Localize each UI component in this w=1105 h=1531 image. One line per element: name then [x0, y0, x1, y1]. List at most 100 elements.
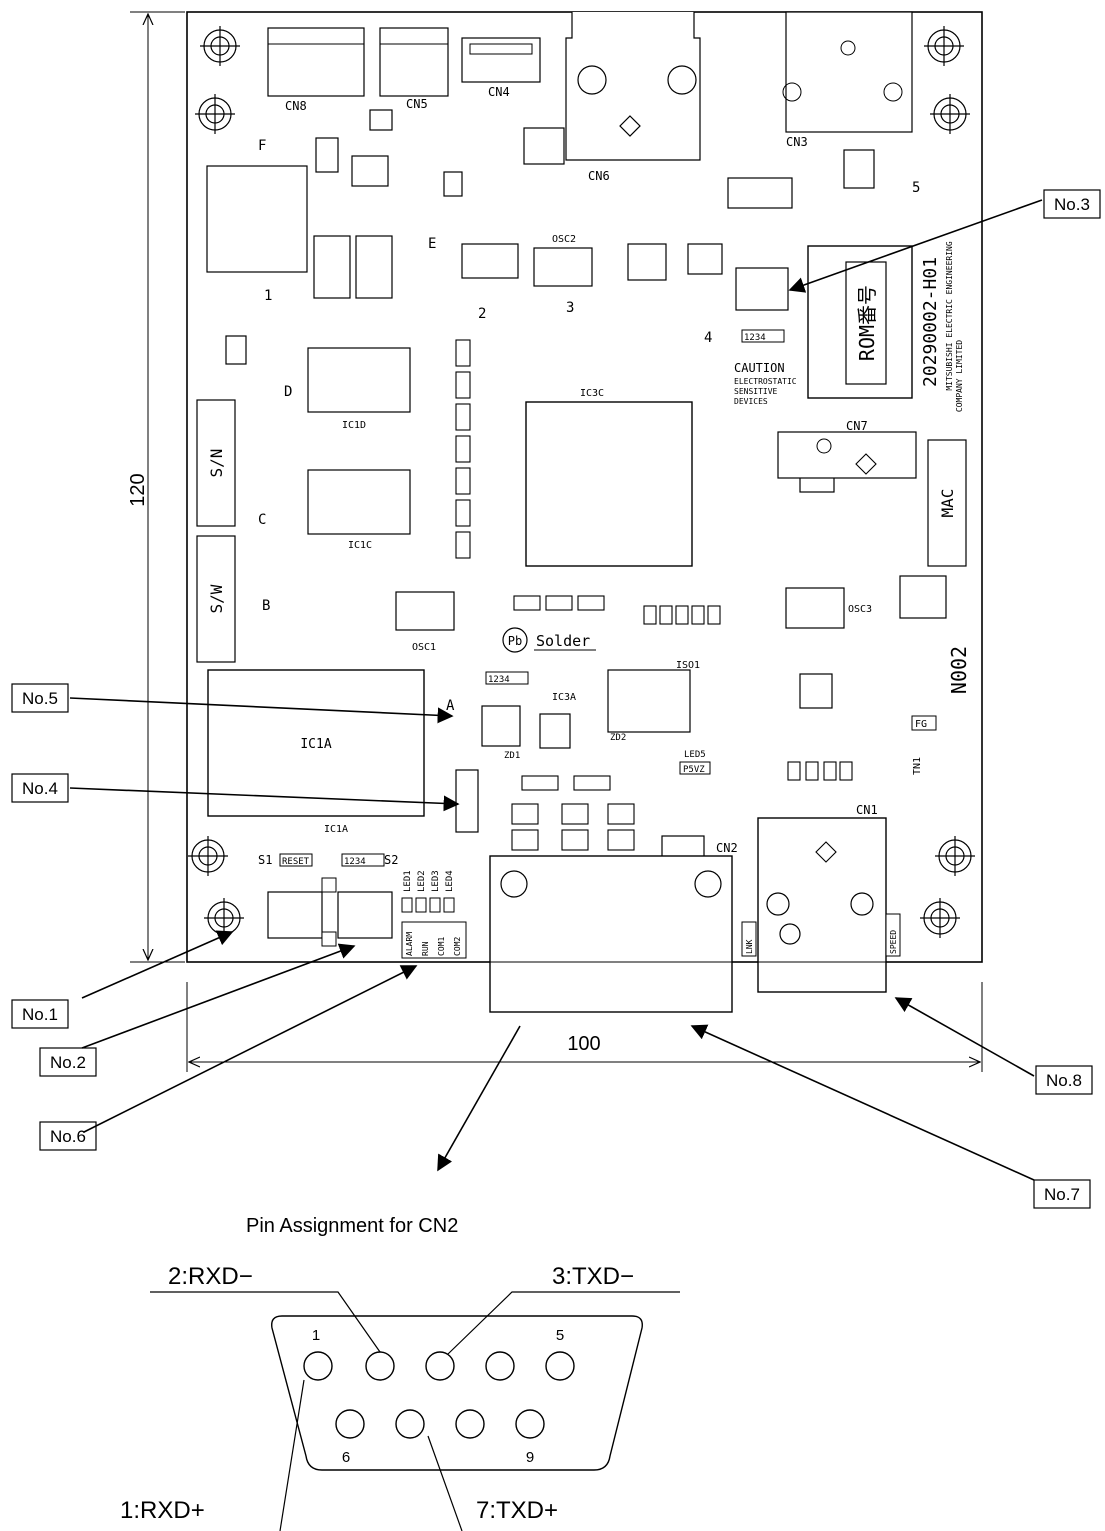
region-c: C: [258, 512, 266, 528]
mounting-hole-icon: [195, 94, 235, 134]
led4-label: LED4: [445, 870, 455, 892]
osc-osc2: [533, 247, 593, 287]
led1-label: LED1: [403, 870, 413, 892]
run-label: RUN: [421, 941, 430, 956]
pin-assignment-title: Pin Assignment for CN2: [246, 1215, 458, 1237]
region-2: 2: [478, 306, 486, 322]
region-b: B: [262, 598, 270, 614]
ic-ic1a: [207, 669, 425, 817]
lnk-label: LNK: [745, 939, 754, 954]
callout-no8: No.8: [1046, 1071, 1082, 1090]
s5-dip-label: 1234: [488, 675, 510, 685]
region-f: F: [258, 138, 266, 154]
cn7-label: CN7: [846, 419, 868, 433]
p5vz-text: P5VZ: [683, 765, 705, 775]
fg-label: FG: [911, 715, 937, 731]
switch-s3: [735, 267, 789, 311]
fg-text: FG: [915, 719, 927, 730]
callout-no6: No.6: [50, 1127, 86, 1146]
caution-text: CAUTION ELECTROSTATIC SENSITIVE DEVICES: [734, 361, 797, 406]
callout-no5: No.5: [22, 689, 58, 708]
switch-s4: [455, 769, 479, 833]
db9-shell: [271, 1315, 643, 1471]
maker-line1: MITSUBISHI ELECTRIC ENGINEERING: [945, 241, 954, 390]
switch-s3-dip: 1234: [741, 329, 785, 343]
region-5: 5: [912, 180, 920, 196]
caution-line1: ELECTROSTATIC: [734, 377, 797, 386]
region-d: D: [284, 384, 292, 400]
region-4: 4: [704, 330, 712, 346]
mac-label: MAC: [938, 489, 957, 518]
cn2-label: CN2: [716, 841, 738, 855]
callout-no4: No.4: [22, 779, 58, 798]
cap-c15: [313, 235, 351, 299]
osc1-label: OSC1: [412, 642, 436, 653]
ic-iso1: [607, 669, 691, 733]
caution-line3: DEVICES: [734, 397, 768, 406]
connector-cn7: CN7: [777, 419, 917, 479]
cn1-label: CN1: [856, 803, 878, 817]
pin-number-9: 9: [526, 1449, 534, 1466]
region-a: A: [446, 698, 455, 714]
region-3: 3: [566, 300, 574, 316]
signal-rxd-minus: 2:RXD−: [168, 1263, 253, 1290]
sn-label: S/N: [207, 449, 226, 478]
led5-label: LED5: [684, 750, 706, 760]
ic1a-label: IC1A: [300, 737, 331, 752]
part-number: 20290002-H01: [920, 257, 941, 387]
pb-text: Pb: [508, 634, 522, 648]
region-e: E: [428, 236, 436, 252]
ic-ic3c: [525, 401, 693, 567]
mounting-hole-icon: [930, 94, 970, 134]
ic3a-label: IC3A: [552, 692, 576, 703]
mac-label-box: MAC: [927, 439, 967, 567]
ic-ic1c: [307, 469, 411, 535]
connector-cn1: CN1 LNK SPEED: [741, 803, 901, 993]
cn3-label: CN3: [786, 135, 808, 149]
solder-text: Solder: [536, 632, 590, 650]
connector-cn4: CN4: [461, 37, 541, 99]
width-label: 100: [567, 1033, 600, 1055]
pin-assignment: Pin Assignment for CN2 1 5 6 9 2:RXD− 3:…: [120, 1215, 680, 1531]
reset-label: RESET: [282, 857, 310, 867]
signal-txd-minus: 3:TXD−: [552, 1263, 634, 1290]
speed-label: SPEED: [889, 930, 898, 954]
s2-dip-label: 1234: [344, 857, 366, 867]
ic3c-label: IC3C: [580, 388, 604, 399]
cn5-label: CN5: [406, 97, 428, 111]
zd1-label: ZD1: [504, 751, 520, 761]
region-1: 1: [264, 288, 272, 304]
s1-label: S1: [258, 853, 272, 867]
fl2-array: [643, 605, 721, 625]
connector-cn3: CN3: [782, 11, 913, 149]
led-group: LED1 LED2 LED3 LED4 ALARM RUN COM1 COM2: [401, 870, 467, 959]
dimension-width: 100: [186, 982, 983, 1072]
connector-cn2: CN2: [489, 841, 738, 1013]
ic-ic1d: [307, 347, 411, 413]
pin-number-6: 6: [342, 1449, 350, 1466]
connector-cn8: CN8: [267, 27, 365, 113]
pb-solder-mark: Pb Solder: [502, 627, 596, 653]
s2-label: S2: [384, 853, 398, 867]
s3-dip-label: 1234: [744, 333, 766, 343]
callout-no3: No.3: [1054, 195, 1090, 214]
height-label: 120: [127, 473, 149, 506]
ic1c-label: IC1C: [348, 540, 372, 551]
tic1f: [351, 155, 389, 187]
iso1-label: ISO1: [676, 660, 700, 671]
switch-s1: S1 RESET: [258, 853, 323, 939]
rom-label: ROM番号: [855, 285, 879, 361]
rom-socket: ROM番号: [807, 245, 913, 399]
caution-title: CAUTION: [734, 361, 785, 375]
callout-no1: No.1: [22, 1005, 58, 1024]
zd2-label: ZD2: [610, 733, 626, 743]
sw-label-box: S/W: [196, 535, 236, 663]
osc2-label: OSC2: [552, 234, 576, 245]
switch-s5-label: 1234: [485, 671, 529, 685]
pin-number-1: 1: [312, 1327, 320, 1344]
cap-c16: [355, 235, 393, 299]
mounting-holes: [188, 26, 975, 938]
mounting-hole-icon: [924, 26, 964, 66]
mounting-hole-icon: [920, 898, 960, 938]
